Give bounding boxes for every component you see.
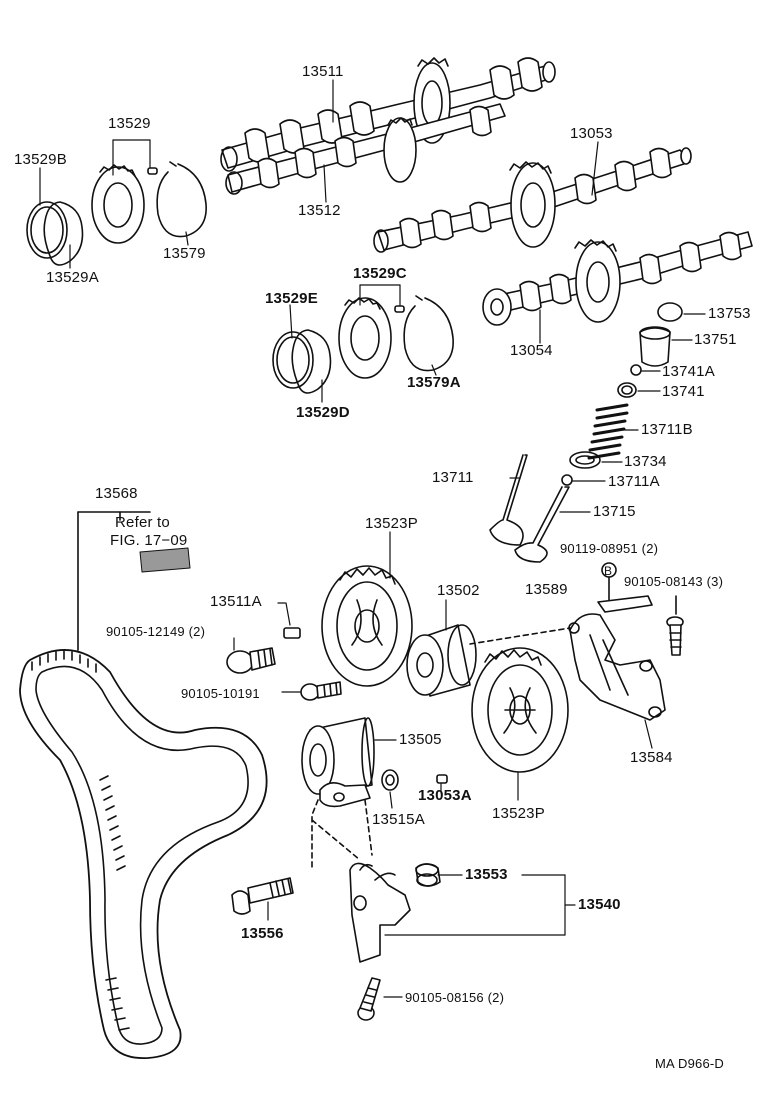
gear-set-13529C bbox=[272, 295, 454, 394]
camshaft-13054 bbox=[482, 231, 753, 326]
label-13523P-bottom: 13523P bbox=[492, 805, 545, 822]
pin-13053A bbox=[436, 774, 448, 784]
gear-set-13529 bbox=[26, 161, 207, 266]
label-13054: 13054 bbox=[510, 342, 553, 359]
washer-13515A bbox=[381, 769, 399, 791]
label-13502: 13502 bbox=[437, 582, 480, 599]
label-13711A: 13711A bbox=[608, 473, 660, 490]
camshaft-13053 bbox=[373, 147, 692, 253]
label-90105-08143: 90105-08143 (3) bbox=[624, 574, 724, 589]
camshaft-13512 bbox=[225, 103, 506, 195]
pulley-13523P-top bbox=[321, 565, 413, 687]
label-13711: 13711 bbox=[432, 469, 474, 486]
label-13053A: 13053A bbox=[418, 787, 472, 804]
label-refer-figure: FIG. 17−09 bbox=[110, 532, 188, 549]
label-refer-to: Refer to bbox=[115, 514, 170, 531]
timing-belt-13568 bbox=[19, 649, 268, 1059]
label-13523P-top: 13523P bbox=[365, 515, 418, 532]
tensioner-13505 bbox=[301, 717, 375, 808]
label-13579: 13579 bbox=[163, 245, 206, 262]
diagram-code: MA D966-D bbox=[655, 1056, 724, 1071]
label-13589: 13589 bbox=[525, 581, 568, 598]
idler-13502 bbox=[406, 624, 477, 697]
label-13529E: 13529E bbox=[265, 290, 318, 307]
label-13053: 13053 bbox=[570, 125, 613, 142]
label-13579A: 13579A bbox=[407, 374, 461, 391]
label-13529A: 13529A bbox=[46, 269, 99, 286]
bracket-13584 bbox=[568, 613, 666, 721]
bolt-90105-08156 bbox=[357, 977, 381, 1021]
label-13734: 13734 bbox=[624, 453, 667, 470]
label-13511A: 13511A bbox=[210, 593, 262, 610]
camshaft-13511 bbox=[220, 57, 556, 172]
label-13751: 13751 bbox=[694, 331, 737, 348]
label-13715: 13715 bbox=[593, 503, 636, 520]
alignment-line bbox=[469, 627, 571, 645]
leader-lines bbox=[39, 79, 706, 998]
bolt-90105-08143 bbox=[666, 595, 684, 656]
label-13584: 13584 bbox=[630, 749, 673, 766]
label-13553: 13553 bbox=[465, 866, 508, 883]
label-13540: 13540 bbox=[578, 896, 621, 913]
label-13556: 13556 bbox=[241, 925, 284, 942]
label-13515A: 13515A bbox=[372, 811, 425, 828]
label-B: B bbox=[604, 564, 613, 578]
label-90119-08951: 90119-08951 (2) bbox=[560, 541, 659, 556]
label-13753: 13753 bbox=[708, 305, 751, 322]
pulley-13523P-bottom bbox=[471, 647, 569, 773]
label-13529C: 13529C bbox=[353, 265, 407, 282]
label-13529: 13529 bbox=[108, 115, 151, 132]
label-13511: 13511 bbox=[302, 63, 344, 80]
label-13505: 13505 bbox=[399, 731, 442, 748]
tensioner-assembly-13540 bbox=[349, 862, 441, 963]
label-90105-10191: 90105-10191 bbox=[181, 686, 260, 701]
bolt-13556 bbox=[231, 877, 294, 915]
pin-13511A bbox=[283, 627, 301, 639]
refer-bracket bbox=[77, 511, 191, 651]
label-13568: 13568 bbox=[95, 485, 138, 502]
label-13529D: 13529D bbox=[296, 404, 350, 421]
bolt-90105-12149 bbox=[226, 647, 276, 674]
label-13512: 13512 bbox=[298, 202, 341, 219]
label-90105-08156: 90105-08156 (2) bbox=[405, 990, 505, 1005]
label-13711B: 13711B bbox=[641, 421, 693, 438]
bolt-90105-10191 bbox=[300, 681, 342, 701]
label-90105-12149: 90105-12149 (2) bbox=[106, 624, 206, 639]
label-13741: 13741 bbox=[662, 383, 705, 400]
tensioner-guide-lines bbox=[311, 799, 373, 871]
label-13741A: 13741A bbox=[662, 363, 715, 380]
label-13529B: 13529B bbox=[14, 151, 67, 168]
plate-13589 bbox=[597, 562, 653, 613]
